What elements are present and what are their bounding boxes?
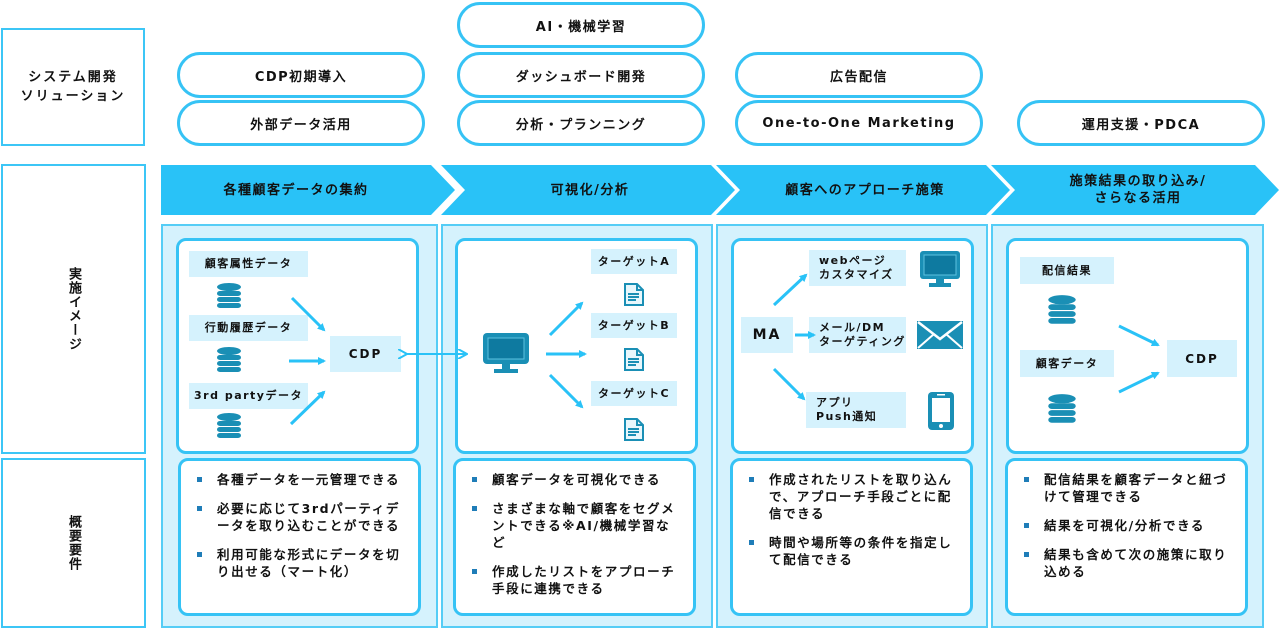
- monitor-icon: [483, 333, 529, 373]
- database-icon: [1048, 394, 1076, 423]
- target-tag: ターゲットA: [591, 249, 677, 274]
- solution-pill: CDP初期導入: [177, 52, 425, 98]
- database-icon: [217, 347, 241, 372]
- phase-chevron-3: 顧客へのアプローチ施策: [716, 165, 1012, 215]
- monitor-icon: [920, 251, 960, 287]
- mail-icon: [917, 321, 963, 349]
- channel-tag: アプリ Push通知: [806, 392, 906, 428]
- cdp-hub: CDP: [330, 336, 401, 372]
- requirements-list: 各種データを一元管理できる 必要に応じて3rdパーティデータを取り込むことができ…: [195, 471, 408, 592]
- phase-label: 施策結果の取り込み/ さらなる活用: [1069, 174, 1207, 206]
- requirements-list: 作成されたリストを取り込んで、アプローチ手段ごとに配信できる 時間や場所等の条件…: [747, 471, 960, 580]
- solution-pill: 運用支援・PDCA: [1017, 100, 1265, 146]
- requirements-card-col3: 作成されたリストを取り込んで、アプローチ手段ごとに配信できる 時間や場所等の条件…: [730, 458, 973, 616]
- source-tag: 顧客属性データ: [189, 251, 308, 277]
- requirements-list: 顧客データを可視化できる さまざまな軸で顧客をセグメントできる※AI/機械学習な…: [470, 471, 683, 609]
- smartphone-icon: [928, 392, 954, 430]
- phase-chevron-2: 可視化/分析: [441, 165, 737, 215]
- target-tag: ターゲットB: [591, 313, 677, 338]
- database-icon: [1048, 295, 1076, 324]
- requirement-item: 各種データを一元管理できる: [195, 471, 408, 488]
- document-icon: [624, 283, 644, 306]
- source-tag: 顧客データ: [1020, 350, 1114, 377]
- requirement-item: 顧客データを可視化できる: [470, 471, 683, 488]
- solution-pill: One-to-One Marketing: [735, 100, 983, 146]
- phase-label: 各種顧客データの集約: [223, 182, 369, 198]
- phase-label: 顧客へのアプローチ施策: [785, 182, 945, 198]
- requirement-item: 配信結果を顧客データと紐づけて管理できる: [1022, 471, 1235, 505]
- document-icon: [624, 418, 644, 441]
- row-label-implementation-text: 実施イメージ: [66, 267, 81, 351]
- phase-label: 可視化/分析: [550, 182, 630, 198]
- row-label-system: システム開発 ソリューション: [1, 28, 145, 146]
- row-label-implementation: 実施イメージ: [1, 164, 146, 454]
- solution-pill: 分析・プランニング: [457, 100, 705, 146]
- solution-pill: ダッシュボード開発: [457, 52, 705, 98]
- database-icon: [217, 413, 241, 438]
- requirements-card-col4: 配信結果を顧客データと紐づけて管理できる 結果を可視化/分析できる 結果も含めて…: [1005, 458, 1248, 616]
- cdp-hub: CDP: [1167, 340, 1237, 377]
- row-label-requirements: 概要要件: [1, 458, 146, 628]
- solution-pill: AI・機械学習: [457, 2, 705, 48]
- chevron-shape: [716, 165, 1010, 215]
- chevron-shape: [991, 165, 1279, 215]
- document-icon: [624, 348, 644, 371]
- requirement-item: 必要に応じて3rdパーティデータを取り込むことができる: [195, 500, 408, 534]
- phase-chevron-1: 各種顧客データの集約: [161, 165, 457, 215]
- solution-pill: 外部データ活用: [177, 100, 425, 146]
- database-icon: [217, 283, 241, 308]
- requirements-list: 配信結果を顧客データと紐づけて管理できる 結果を可視化/分析できる 結果も含めて…: [1022, 471, 1235, 592]
- row-label-requirements-text: 概要要件: [66, 515, 81, 571]
- requirements-card-col2: 顧客データを可視化できる さまざまな軸で顧客をセグメントできる※AI/機械学習な…: [453, 458, 696, 616]
- phase-chevron-4: 施策結果の取り込み/ さらなる活用: [991, 165, 1280, 215]
- ma-hub: MA: [741, 317, 793, 353]
- requirements-card-col1: 各種データを一元管理できる 必要に応じて3rdパーティデータを取り込むことができ…: [178, 458, 421, 616]
- source-tag: 配信結果: [1020, 257, 1114, 284]
- requirement-item: 作成されたリストを取り込んで、アプローチ手段ごとに配信できる: [747, 471, 960, 522]
- channel-tag: メール/DM ターゲティング: [809, 317, 906, 353]
- channel-tag: webページ カスタマイズ: [809, 250, 906, 286]
- target-tag: ターゲットC: [591, 381, 677, 406]
- row-label-system-text: システム開発 ソリューション: [20, 70, 126, 104]
- solution-pill: 広告配信: [735, 52, 983, 98]
- source-tag: 3rd partyデータ: [189, 383, 308, 409]
- chevron-shape: [441, 165, 735, 215]
- requirement-item: 結果を可視化/分析できる: [1022, 517, 1235, 534]
- requirement-item: 時間や場所等の条件を指定して配信できる: [747, 534, 960, 568]
- source-tag: 行動履歴データ: [189, 315, 308, 341]
- requirement-item: 結果も含めて次の施策に取り込める: [1022, 546, 1235, 580]
- requirement-item: さまざまな軸で顧客をセグメントできる※AI/機械学習など: [470, 500, 683, 551]
- chevron-shape: [161, 165, 455, 215]
- requirement-item: 作成したリストをアプローチ手段に連携できる: [470, 563, 683, 597]
- requirement-item: 利用可能な形式にデータを切り出せる（マート化）: [195, 546, 408, 580]
